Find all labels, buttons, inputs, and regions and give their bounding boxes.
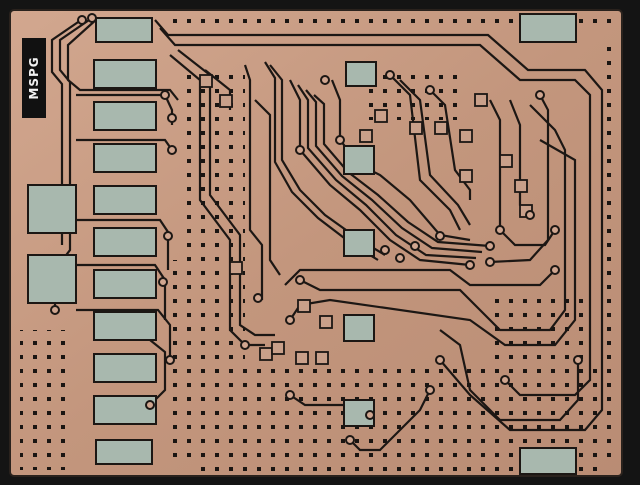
pad <box>519 447 577 475</box>
pcb-label-mspg: MSPG <box>27 56 41 99</box>
pad <box>93 311 157 341</box>
pad <box>345 61 377 87</box>
pad <box>343 314 375 342</box>
pad <box>93 395 157 425</box>
pad <box>343 229 375 257</box>
pad <box>93 101 157 131</box>
trace-vias <box>50 13 583 445</box>
copper-board <box>9 9 623 477</box>
pcb-label-box <box>22 38 46 118</box>
pad <box>95 439 153 465</box>
component-pads <box>199 74 533 365</box>
pad <box>93 143 157 173</box>
pad <box>93 185 157 215</box>
pad <box>93 269 157 299</box>
pad <box>93 59 157 89</box>
pad <box>93 227 157 257</box>
pad <box>343 145 375 175</box>
pad <box>27 254 77 304</box>
pad <box>27 184 77 234</box>
tinned-pads <box>27 13 577 475</box>
pad <box>93 353 157 383</box>
pad <box>95 17 153 43</box>
pad <box>519 13 577 43</box>
